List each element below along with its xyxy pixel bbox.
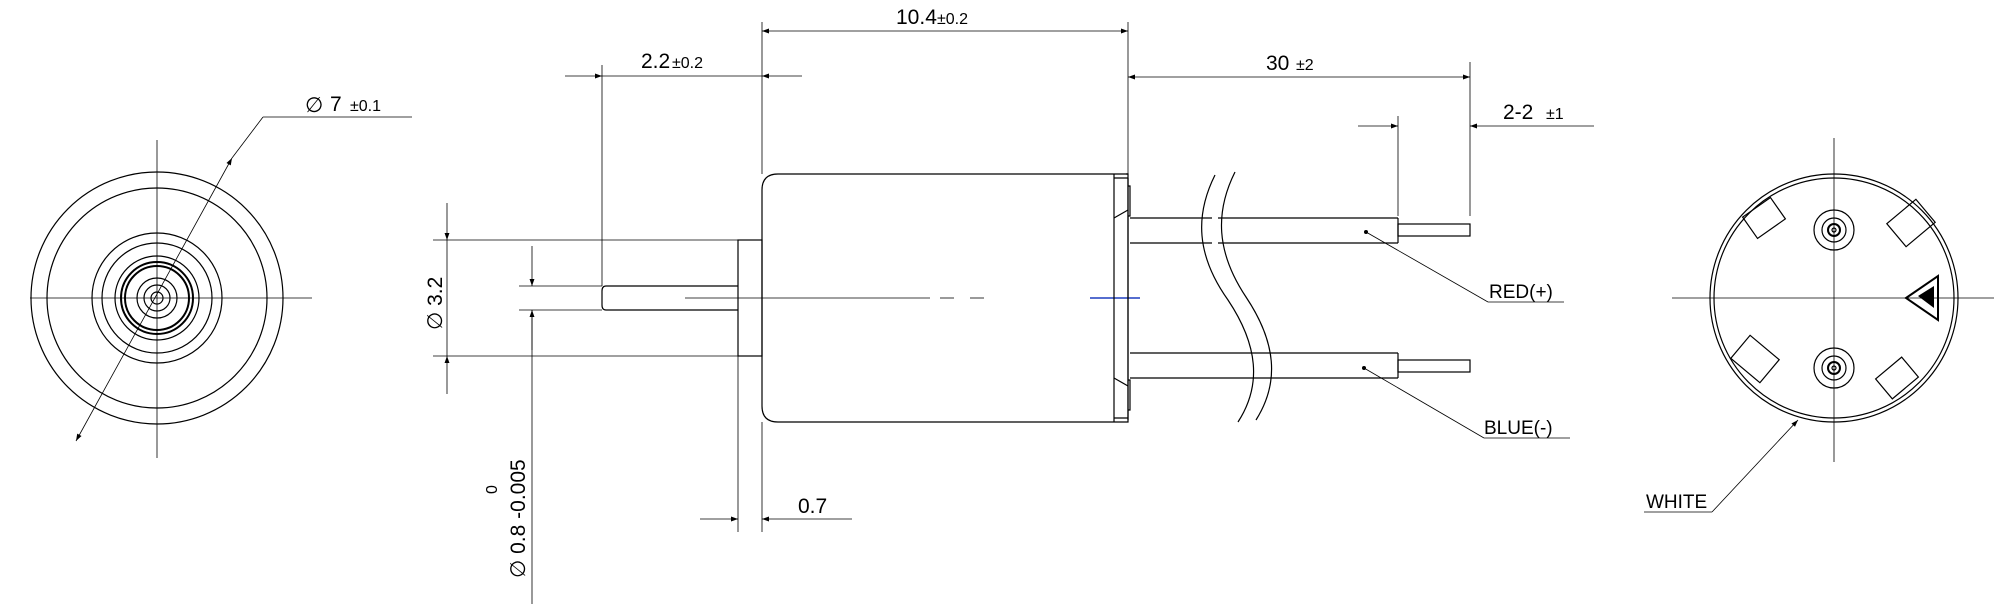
shaft-ext-tolerance: ±0.2 [672,55,703,72]
diameter-7-label: ∅ 7 ±0.1 [305,93,381,117]
red-wire-label: RED(+) [1489,282,1553,303]
lead-length-tolerance: ±2 [1296,57,1314,74]
strip-length-label: 2-2 ±1 [1503,101,1564,124]
boss-diameter-label: ∅ 3.2 [424,277,447,330]
length-10-4-label: 10.4 ±0.2 [896,6,968,29]
length-value: 10.4 [896,6,937,29]
shaft [601,285,738,311]
shaft-diameter-upper-tol: 0 [484,485,501,494]
diameter-value: 7 [330,93,342,116]
blue-lead-tip [1397,359,1471,373]
red-lead-tip [1397,223,1471,237]
strip-length-tolerance: ±1 [1546,106,1564,123]
length-tolerance: ±0.2 [937,11,968,28]
shaft-ext-value: 2.2 [641,50,670,73]
strip-length-value: 2-2 [1503,101,1533,124]
diameter-prefix: ∅ [305,94,323,117]
lead-length-label: 30 ±2 [1266,52,1314,75]
blue-wire-label: BLUE(-) [1484,418,1553,439]
shaft-extension-label: 2.2 ±0.2 [641,50,703,73]
front-end-view: ∅ 7 ±0.1 [30,93,412,458]
white-label: WHITE [1646,492,1707,513]
side-view: RED(+) BLUE(-) 10.4 ±0.2 2.2 ±0.2 30 ±2 [424,6,1594,604]
flange-thickness-label: 0.7 [798,495,827,518]
shaft-diameter-label: ∅ 0.8 -0.005 [507,459,530,578]
rear-end-view: WHITE [1644,138,1994,513]
motor-body [761,173,1129,423]
diameter-tolerance: ±0.1 [350,98,381,115]
lead-length-value: 30 [1266,52,1289,75]
